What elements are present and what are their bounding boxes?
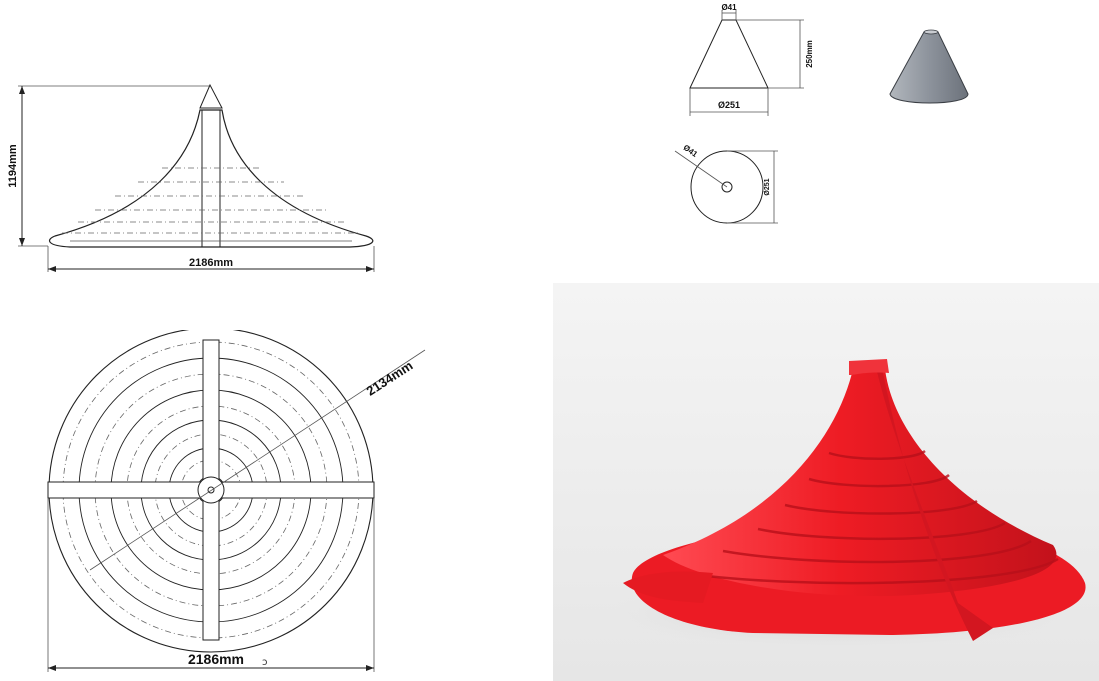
- small-cone-top-drawing: Ø41 Ø251: [674, 143, 778, 224]
- stray-mark: ↄ: [262, 657, 268, 668]
- top-view-drawing: 2134mm 2186mm ↄ: [47, 330, 426, 672]
- top-width-label: 2186mm: [188, 651, 244, 667]
- small-cone-front-drawing: Ø41 250mm Ø251: [689, 3, 814, 116]
- small-top-dia-label: Ø41: [721, 3, 737, 12]
- side-width-dimension: 2186mm: [47, 246, 375, 272]
- small-outer-dia-label: Ø251: [764, 178, 771, 195]
- small-height-dimension: 250mm: [736, 19, 814, 89]
- red-tier-rings: [682, 449, 1059, 585]
- small-base-dia-label: Ø251: [718, 100, 740, 110]
- small-height-label: 250mm: [805, 40, 814, 68]
- side-width-label: 2186mm: [189, 257, 233, 269]
- top-cross-straps: [47, 339, 375, 641]
- top-width-dimension: 2186mm ↄ: [47, 498, 375, 672]
- top-radius-dimension: 2134mm: [89, 349, 426, 571]
- small-hole-dia-label: Ø41: [682, 143, 700, 159]
- side-height-label: 1194mm: [7, 144, 19, 188]
- base-diameter-dimension: Ø251: [689, 88, 769, 116]
- red-cone-render: [553, 283, 1099, 681]
- side-view-drawing: 1194mm 2186mm: [7, 83, 375, 272]
- height-dimension: 1194mm: [7, 85, 210, 247]
- top-radius-label: 2134mm: [364, 358, 416, 399]
- side-tier-lines: [62, 167, 360, 242]
- gray-cone-render: [889, 29, 969, 104]
- top-diameter-dimension: Ø41: [721, 3, 737, 20]
